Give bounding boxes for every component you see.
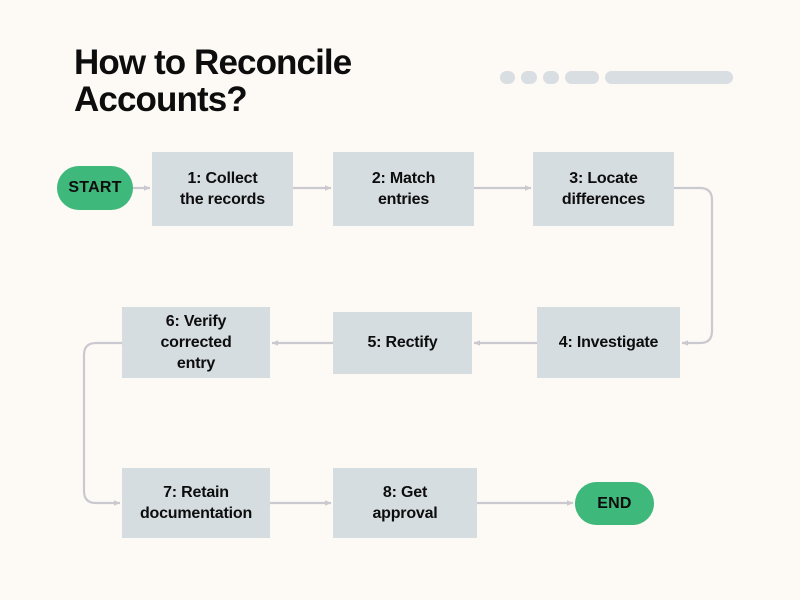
decoration-long-bar: [605, 71, 733, 84]
decoration-short-bar: [565, 71, 599, 84]
start-terminator[interactable]: START: [57, 166, 133, 210]
page-title: How to Reconcile Accounts?: [74, 43, 352, 120]
step-2-match-entries[interactable]: 2: Match entries: [333, 152, 474, 226]
decoration-dot-1: [500, 71, 515, 84]
header-decoration: [500, 71, 733, 84]
start-label: START: [68, 179, 122, 196]
end-terminator[interactable]: END: [575, 482, 654, 525]
step-7-retain-documentation[interactable]: 7: Retain documentation: [122, 468, 270, 538]
end-label: END: [597, 494, 632, 512]
decoration-dot-3: [543, 71, 559, 84]
step-1-collect-the-records[interactable]: 1: Collect the records: [152, 152, 293, 226]
step-6-verify-corrected-entry[interactable]: 6: Verify corrected entry: [122, 307, 270, 378]
connector-6-to-7: [82, 341, 122, 506]
step-4-investigate[interactable]: 4: Investigate: [537, 307, 680, 378]
decoration-dot-2: [521, 71, 537, 84]
step-3-locate-differences[interactable]: 3: Locate differences: [533, 152, 674, 226]
step-8-get-approval[interactable]: 8: Get approval: [333, 468, 477, 538]
step-5-rectify[interactable]: 5: Rectify: [333, 312, 472, 374]
